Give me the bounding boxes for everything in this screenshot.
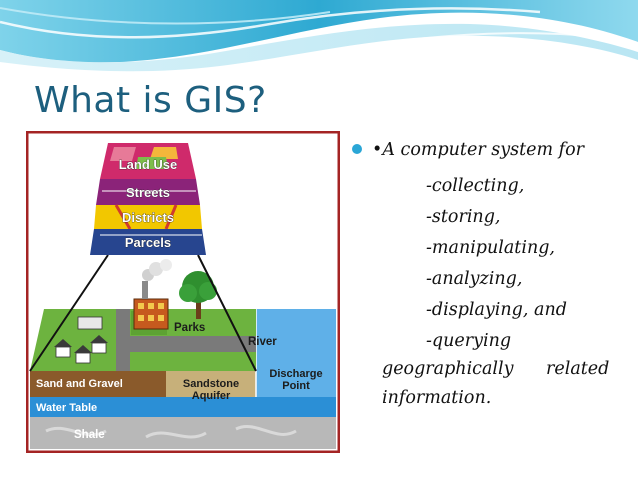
factory	[133, 259, 172, 330]
bullet-item: -analyzing,	[426, 269, 523, 289]
sand-gravel-label: Sand and Gravel	[36, 378, 123, 390]
sandstone-aquifer-layer	[166, 371, 256, 397]
river-label: River	[248, 336, 277, 348]
sandstone-label: Sandstone	[183, 378, 239, 390]
bullet-marker	[352, 144, 362, 154]
projection-lines	[29, 254, 257, 372]
layer-label: Streets	[126, 185, 170, 200]
bullet-tail-word: related	[546, 359, 610, 379]
bullet-item: -collecting,	[426, 176, 525, 196]
bullet-item: -displaying, and	[426, 300, 567, 320]
gis-layers-diagram: Land Use Streets Districts Parcels Parks…	[26, 131, 340, 453]
layer-label: Districts	[122, 210, 174, 225]
bullet-item: -querying	[426, 331, 512, 351]
layer-streets	[96, 179, 200, 205]
layer-land-use	[100, 143, 196, 179]
layer-districts	[94, 204, 202, 230]
bullet-item: -manipulating,	[426, 238, 555, 258]
tree	[179, 271, 217, 319]
aquifer-label: Aquifer	[192, 390, 231, 402]
road	[116, 336, 256, 352]
discharge-label: Discharge	[269, 368, 322, 380]
layer-parcels	[90, 229, 206, 255]
bullet-tail-word: geographically	[382, 359, 514, 379]
layer-label: Parcels	[125, 235, 171, 250]
houses	[54, 316, 108, 364]
bullet-intro: •A computer system for	[372, 140, 585, 160]
layer-label: Land Use	[119, 157, 178, 172]
water-table-label: Water Table	[36, 402, 97, 414]
water-table-layer	[30, 397, 336, 417]
shale-label: Shale	[74, 429, 105, 441]
parks-label: Parks	[174, 322, 205, 334]
bullet-tail-line: information.	[382, 388, 492, 408]
river-area	[256, 309, 336, 397]
point-label: Point	[282, 380, 310, 392]
header-wave-decoration	[0, 0, 638, 80]
slide-title: What is GIS?	[34, 80, 267, 121]
bullet-item: -storing,	[426, 207, 501, 227]
